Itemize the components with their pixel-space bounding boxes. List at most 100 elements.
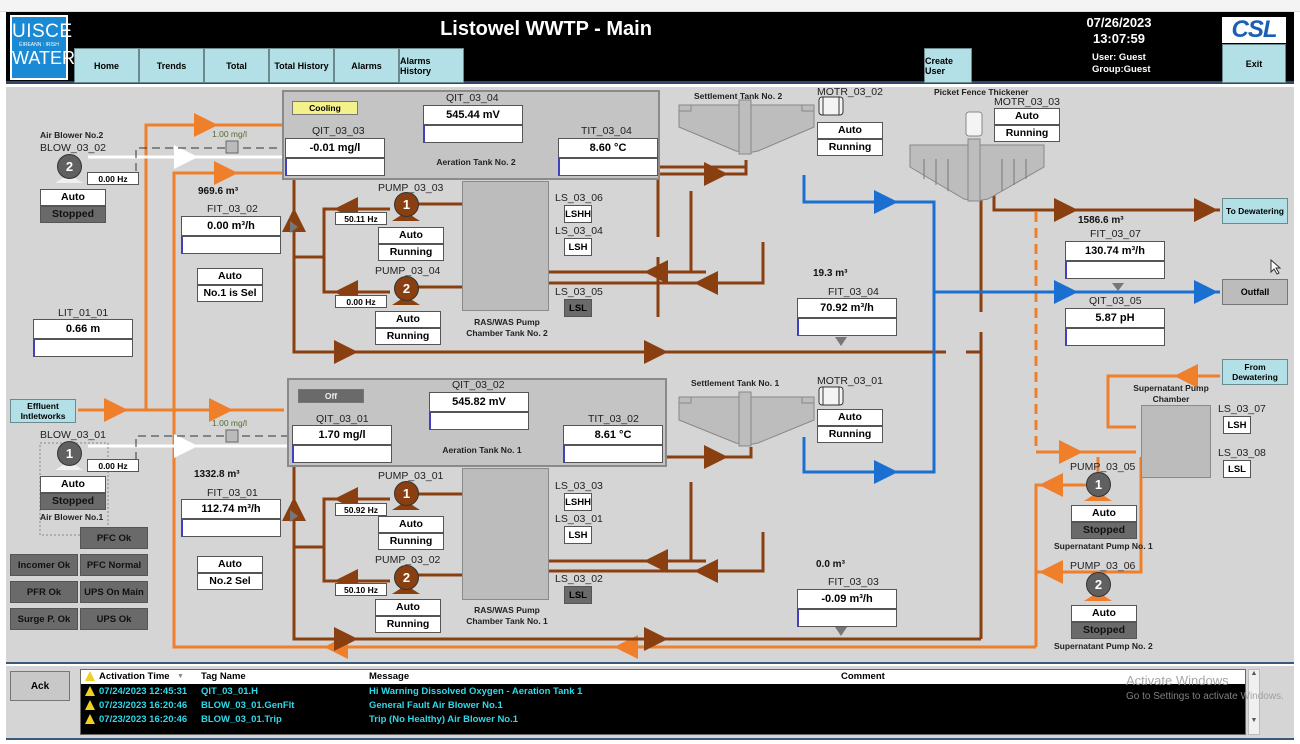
create-user-button[interactable]: Create User [924, 48, 972, 83]
pump-03-01-number: 1 [394, 481, 419, 506]
ph-trend[interactable] [1065, 328, 1165, 346]
pump-03-01-icon[interactable]: 1 [391, 481, 421, 511]
aeration-1-orp-trend[interactable] [429, 412, 529, 430]
fit-03-01-total: 1332.8 m³ [194, 469, 240, 480]
fit-03-02-value: 0.00 m³/h [181, 216, 281, 236]
effluent-intletworks-button[interactable]: Effluent Intletworks [10, 399, 76, 423]
col-comment[interactable]: Comment [841, 671, 885, 682]
process-mimic: RAS/WAS Pump Chamber Tank No. 2 RAS/WAS … [6, 86, 1294, 664]
blower-2-number: 2 [57, 154, 82, 179]
to-dewatering-button[interactable]: To Dewatering [1222, 198, 1288, 224]
blower-2-tag: BLOW_03_02 [40, 142, 106, 154]
flow-split-1-mode[interactable]: Auto [197, 556, 263, 573]
ph-tag: QIT_03_05 [1089, 295, 1142, 307]
ls-03-03-tag: LS_03_03 [555, 480, 603, 492]
fit-03-04-trend[interactable] [797, 318, 897, 336]
nav-alarms-history[interactable]: Alarms History [399, 48, 464, 83]
aeration-1-temp-value: 8.61 °C [563, 425, 663, 445]
aeration-2-orp-trend[interactable] [423, 125, 523, 143]
status-pfr-ok: PFR Ok [10, 581, 78, 603]
aeration-2-temp-trend[interactable] [558, 158, 658, 176]
col-tag-name[interactable]: Tag Name [201, 671, 246, 682]
flow-split-2-mode[interactable]: Auto [197, 268, 263, 285]
ack-button[interactable]: Ack [10, 671, 70, 701]
from-dewatering-button[interactable]: From Dewatering [1222, 359, 1288, 385]
logo-line1: UISCE [12, 21, 73, 42]
col-message[interactable]: Message [369, 671, 410, 682]
scroll-up-icon[interactable]: ▲ [1250, 670, 1258, 677]
pump-03-05-mode[interactable]: Auto [1071, 505, 1137, 522]
fit-03-03-value: -0.09 m³/h [797, 589, 897, 609]
aeration-2-status: Cooling [292, 101, 358, 115]
do-setpoint-2[interactable]: 1.00 mg/l [212, 129, 247, 139]
level-trend[interactable] [33, 339, 133, 357]
pump-03-04-mode[interactable]: Auto [375, 311, 441, 328]
aeration-1-do-trend[interactable] [292, 445, 392, 463]
nav-total[interactable]: Total [204, 48, 269, 83]
blower-1-icon[interactable]: 1 [54, 441, 84, 471]
blower-1-mode[interactable]: Auto [40, 476, 106, 493]
pump-03-06-icon[interactable]: 2 [1083, 572, 1113, 602]
level-tag: LIT_01_01 [58, 307, 109, 319]
aeration-2-do-trend[interactable] [285, 158, 385, 176]
pump-03-05-icon[interactable]: 1 [1083, 472, 1113, 502]
alarm-tag: BLOW_03_01.Trip [201, 714, 282, 725]
flow-split-1-selection[interactable]: No.2 Sel [197, 573, 263, 590]
motor-03-01-mode[interactable]: Auto [817, 409, 883, 426]
fit-03-07-trend[interactable] [1065, 261, 1165, 279]
fit-03-02-trend[interactable] [181, 236, 281, 254]
outfall-button[interactable]: Outfall [1222, 279, 1288, 305]
pipework [39, 96, 1220, 659]
warning-icon [85, 671, 95, 681]
pump-03-03-icon[interactable]: 1 [391, 192, 421, 222]
pump-03-04-icon[interactable]: 2 [391, 276, 421, 306]
blower-2-mode[interactable]: Auto [40, 189, 106, 206]
aeration-2-orp-value: 545.44 mV [423, 105, 523, 125]
scroll-down-icon[interactable]: ▼ [1250, 717, 1258, 724]
fit-03-01-trend[interactable] [181, 519, 281, 537]
aeration-1-do-value: 1.70 mg/l [292, 425, 392, 445]
pump-03-06-state: Stopped [1071, 622, 1137, 639]
aeration-2-do-value: -0.01 mg/l [285, 138, 385, 158]
pump-03-02-icon[interactable]: 2 [391, 565, 421, 595]
nav-alarms[interactable]: Alarms [334, 48, 399, 83]
alarm-row[interactable]: 07/23/2023 16:20:46 BLOW_03_01.Trip Trip… [81, 713, 1245, 727]
blower-2-state: Stopped [40, 206, 106, 223]
alarm-row[interactable]: 07/24/2023 12:45:31 QIT_03_01.H Hi Warni… [81, 685, 1245, 699]
nav-total-history[interactable]: Total History [269, 48, 334, 83]
pump-03-04-tag: PUMP_03_04 [375, 265, 441, 277]
blower-1-number: 1 [57, 441, 82, 466]
pump-03-03-mode[interactable]: Auto [378, 227, 444, 244]
group-text: Group:Guest [1092, 64, 1151, 75]
activate-windows-subtitle: Go to Settings to activate Windows. [1126, 691, 1284, 702]
alarm-row[interactable]: 07/23/2023 16:20:46 BLOW_03_01.GenFlt Ge… [81, 699, 1245, 713]
exit-button[interactable]: Exit [1222, 44, 1286, 83]
window-top-strip [0, 0, 1300, 12]
blower-2-icon[interactable]: 2 [54, 154, 84, 184]
motor-03-02-mode[interactable]: Auto [817, 122, 883, 139]
pump-03-06-mode[interactable]: Auto [1071, 605, 1137, 622]
pump-03-05-state: Stopped [1071, 522, 1137, 539]
flow-split-2-selection[interactable]: No.1 is Sel [197, 285, 263, 302]
alarm-scrollbar[interactable]: ▲ ▼ [1248, 669, 1260, 735]
motor-03-02-tag: MOTR_03_02 [817, 86, 883, 98]
status-ups-ok: UPS Ok [80, 608, 148, 630]
col-activation-time[interactable]: Activation Time [99, 671, 170, 682]
fit-03-03-trend[interactable] [797, 609, 897, 627]
ls-03-07-indicator: LSH [1223, 416, 1251, 434]
pump-03-01-mode[interactable]: Auto [378, 516, 444, 533]
sort-desc-icon[interactable]: ▼ [177, 673, 184, 680]
pump-03-02-mode[interactable]: Auto [375, 599, 441, 616]
nav-home[interactable]: Home [74, 48, 139, 83]
aeration-1-temp-trend[interactable] [563, 445, 663, 463]
ls-03-08-tag: LS_03_08 [1218, 447, 1266, 459]
ls-03-07-tag: LS_03_07 [1218, 403, 1266, 415]
date-text: 07/26/2023 [1086, 15, 1152, 30]
nav-trends[interactable]: Trends [139, 48, 204, 83]
blower-1-title: Air Blower No.1 [40, 512, 104, 522]
motor-03-03-mode[interactable]: Auto [994, 108, 1060, 125]
aeration-2-orp-tag: QIT_03_04 [446, 92, 499, 104]
do-setpoint-1[interactable]: 1.00 mg/l [212, 418, 247, 428]
mouse-pointer-icon [1270, 259, 1282, 275]
alarm-table: Activation Time ▼ Tag Name Message Comme… [80, 669, 1246, 735]
